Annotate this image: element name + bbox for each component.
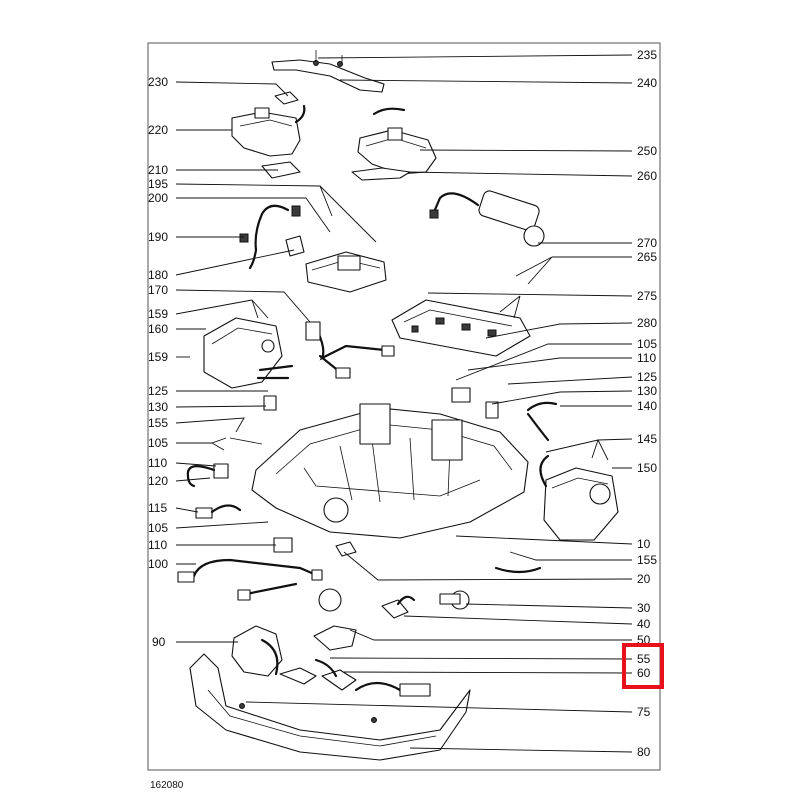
callouts-right: 235 240 250 260 270 265 275 280 105 110 … (637, 48, 657, 759)
callouts-left: 230 220 210 195 200 190 180 170 159 160 … (148, 75, 168, 649)
callout-115: 115 (148, 501, 167, 515)
callout-105-left-bottom: 105 (148, 521, 168, 535)
callout-220: 220 (148, 123, 168, 137)
callout-75: 75 (637, 705, 651, 719)
callout-30: 30 (637, 601, 651, 615)
callout-265: 265 (637, 250, 657, 264)
callout-200: 200 (148, 191, 168, 205)
callout-110-left-top: 110 (148, 456, 167, 470)
callout-150: 150 (637, 461, 657, 475)
callout-105-left-top: 105 (148, 436, 168, 450)
callout-160: 160 (148, 322, 168, 336)
callout-275: 275 (637, 289, 657, 303)
callout-55: 55 (637, 652, 651, 666)
callout-230: 230 (148, 75, 168, 89)
callout-280: 280 (637, 316, 657, 330)
callout-210: 210 (148, 163, 168, 177)
callout-250: 250 (637, 144, 657, 158)
callout-170: 170 (148, 283, 168, 297)
callout-180: 180 (148, 268, 168, 282)
part-drawings (177, 50, 619, 761)
callout-125-right: 125 (637, 370, 657, 384)
highlight-box (622, 643, 664, 689)
callout-105-right: 105 (637, 337, 657, 351)
callout-270: 270 (637, 236, 657, 250)
callout-20: 20 (637, 572, 651, 586)
callout-240: 240 (637, 76, 657, 90)
callout-145: 145 (637, 432, 657, 446)
callout-120: 120 (148, 474, 168, 488)
callout-260: 260 (637, 169, 657, 183)
callout-110-left-bottom: 110 (148, 538, 167, 552)
callout-60: 60 (637, 666, 651, 680)
callout-190: 190 (148, 230, 168, 244)
callout-235: 235 (637, 48, 657, 62)
drawing-number: 162080 (150, 780, 184, 791)
callout-159-top: 159 (148, 307, 168, 321)
leader-lines (175, 54, 633, 753)
callout-10: 10 (637, 537, 651, 551)
callout-110-right: 110 (637, 351, 656, 365)
callout-195: 195 (148, 177, 168, 191)
callout-80: 80 (637, 745, 651, 759)
callout-90: 90 (152, 635, 166, 649)
drawing-frame (147, 42, 661, 771)
callout-159-bottom: 159 (148, 350, 168, 364)
callout-100: 100 (148, 557, 168, 571)
callout-140: 140 (637, 399, 657, 413)
callout-130-left: 130 (148, 400, 168, 414)
callout-40: 40 (637, 617, 651, 631)
callout-155-left: 155 (148, 416, 168, 430)
callout-125-left: 125 (148, 384, 168, 398)
callout-155-right: 155 (637, 553, 657, 567)
callout-130-right: 130 (637, 384, 657, 398)
